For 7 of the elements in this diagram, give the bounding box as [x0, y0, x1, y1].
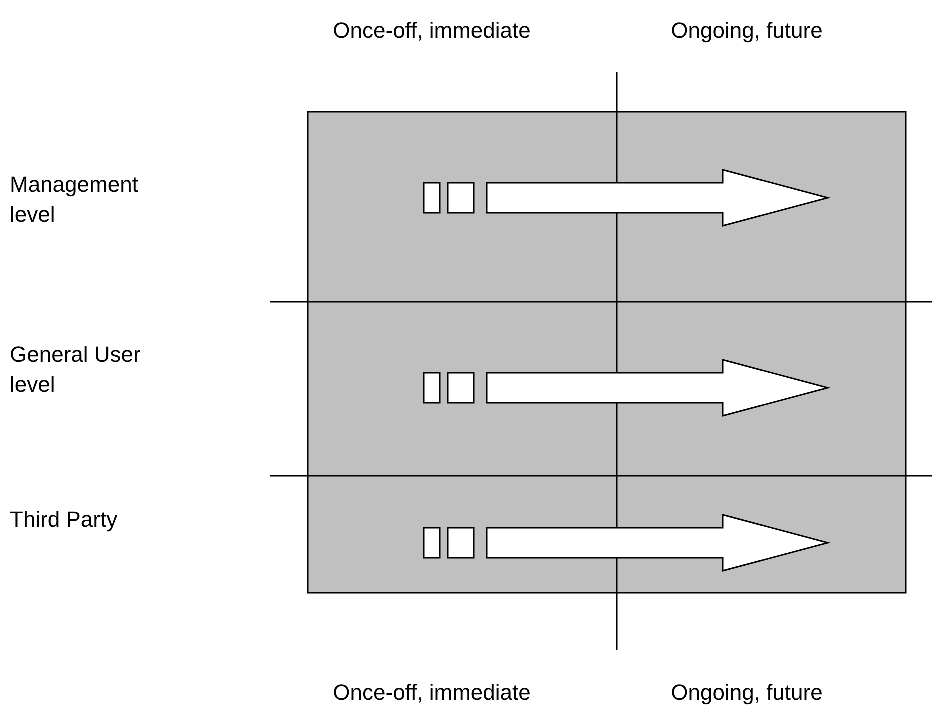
row-label: General User level: [10, 341, 142, 399]
column-label: Ongoing, future: [671, 679, 823, 707]
column-label: Once-off, immediate: [333, 17, 531, 45]
column-label: Once-off, immediate: [333, 679, 531, 707]
row-label: Third Party: [10, 506, 119, 534]
column-label: Ongoing, future: [671, 17, 823, 45]
row-label: Management level: [10, 171, 140, 229]
